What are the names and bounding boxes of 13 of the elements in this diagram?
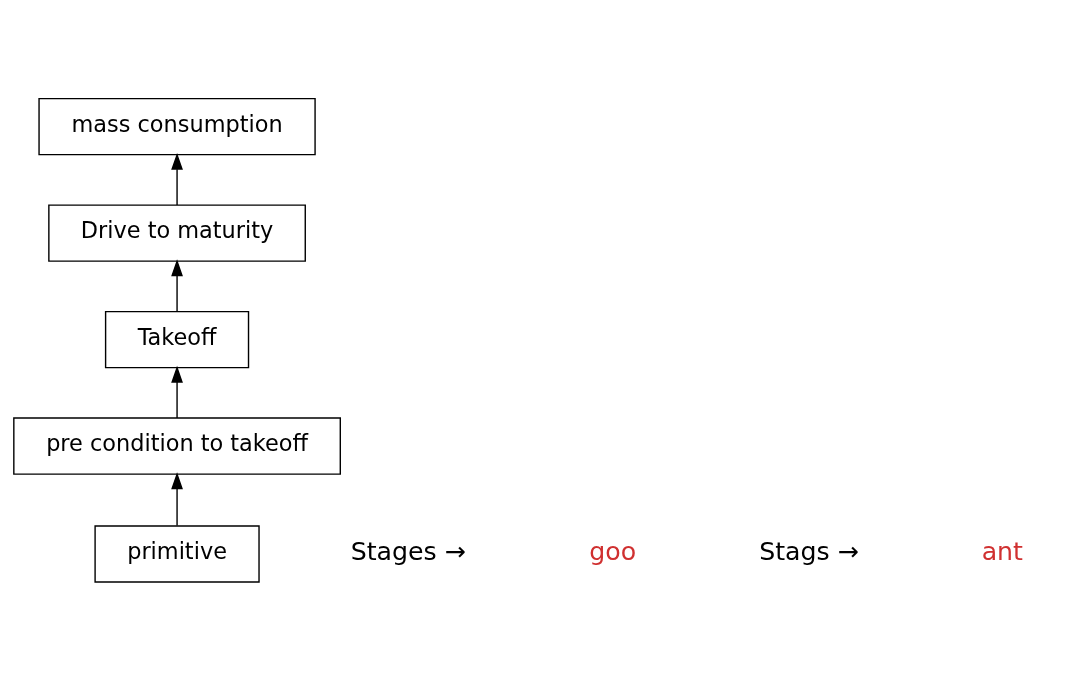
label: ant [981, 536, 1023, 566]
label: Stags → [759, 536, 859, 566]
arrow [171, 258, 183, 312]
arrow [171, 365, 183, 419]
arrow [171, 471, 183, 526]
label: Stages → [350, 536, 466, 566]
node-box: Drive to maturity [48, 203, 306, 262]
node-box: Takeoff [104, 310, 250, 368]
arrow [171, 152, 183, 206]
node-box: mass consumption [38, 97, 316, 155]
node-box: primitive [94, 524, 260, 583]
node-box: pre condition to takeoff [13, 416, 341, 475]
label: goo [589, 536, 637, 566]
